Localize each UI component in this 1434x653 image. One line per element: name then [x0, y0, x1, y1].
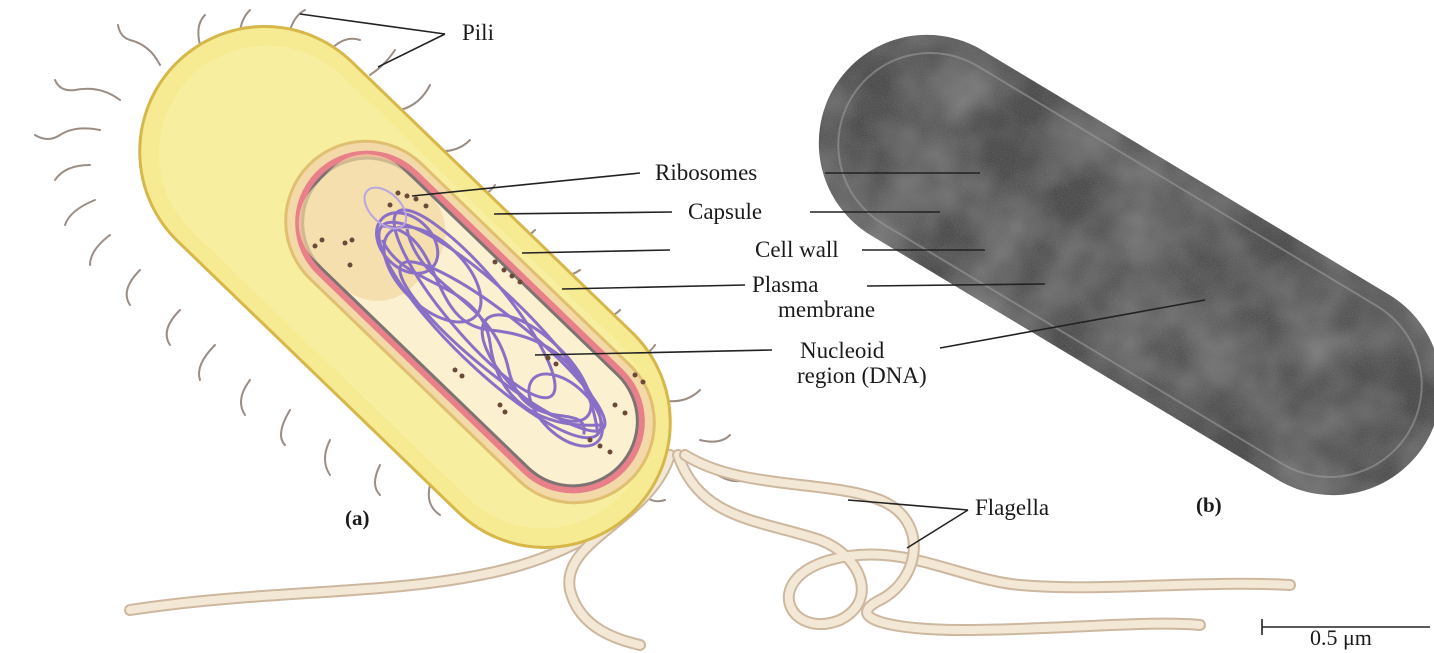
label-cell-wall: Cell wall	[755, 237, 839, 263]
label-flagella: Flagella	[975, 495, 1049, 521]
flagella	[130, 455, 1290, 645]
label-membrane: membrane	[778, 297, 875, 323]
label-nucleoid: Nucleoid	[800, 338, 884, 364]
label-ribosomes: Ribosomes	[655, 160, 757, 186]
panel-label-a: (a)	[345, 505, 370, 531]
label-plasma: Plasma	[752, 272, 818, 298]
micrograph-panel	[779, 0, 1434, 535]
label-capsule: Capsule	[688, 199, 762, 225]
label-region-dna: region (DNA)	[797, 363, 927, 389]
scale-bar-label: 0.5 μm	[1310, 625, 1372, 651]
panel-label-b: (b)	[1196, 492, 1222, 518]
label-pili: Pili	[462, 20, 494, 46]
